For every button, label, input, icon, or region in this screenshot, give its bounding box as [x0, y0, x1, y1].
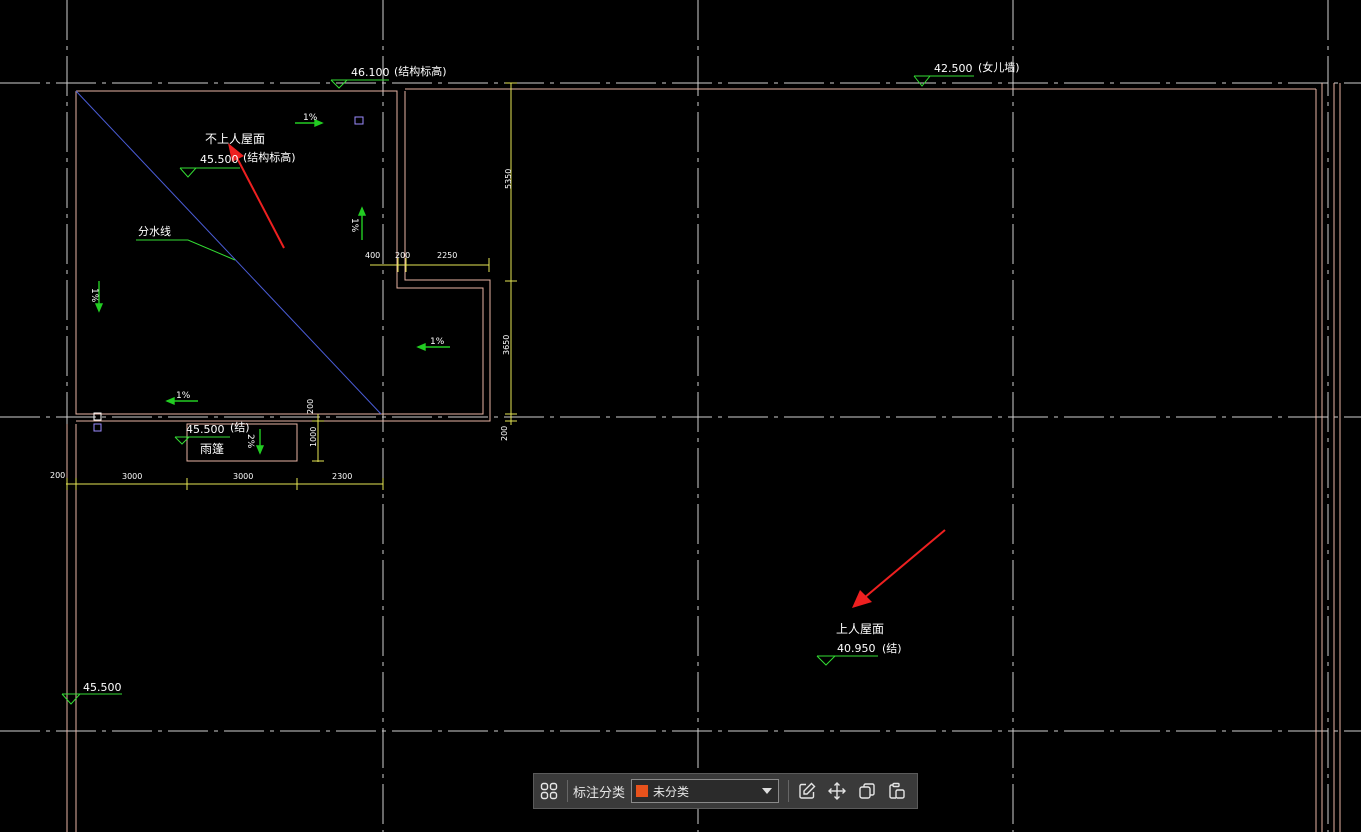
- toolbar-divider: [567, 780, 568, 802]
- dimension-lines: [66, 82, 517, 490]
- slope-arrows: [94, 118, 450, 455]
- callout-arrows: [228, 143, 946, 608]
- roof-drain-marker: [93, 423, 102, 432]
- copy-icon[interactable]: [852, 776, 882, 806]
- dimension-text: 2250: [437, 251, 457, 260]
- dimension-text: 200: [395, 251, 410, 260]
- chevron-down-icon: [762, 788, 773, 794]
- elevation-label: 46.100: [351, 66, 390, 79]
- dimension-text: 3000: [122, 472, 142, 481]
- elevation-note: (结构标高): [394, 64, 447, 78]
- dimension-text: 2300: [332, 472, 352, 481]
- edit-icon[interactable]: [792, 776, 822, 806]
- dimension-text: 200: [306, 399, 315, 414]
- dimension-text: 1000: [309, 427, 318, 447]
- slope-label: 1%: [349, 218, 359, 233]
- roof-drain-marker: [93, 412, 102, 421]
- roof-type-label: 不上人屋面: [205, 132, 265, 146]
- elevation-note: (结构标高): [243, 150, 296, 164]
- elevation-note: (结): [230, 421, 250, 434]
- move-icon[interactable]: [822, 776, 852, 806]
- category-value: 未分类: [653, 784, 690, 799]
- toolbar-divider: [788, 780, 790, 802]
- dimension-text: 3650: [502, 335, 511, 355]
- elevation-label: 45.500: [83, 681, 122, 694]
- dimension-text: 200: [50, 471, 65, 480]
- dimension-text: 200: [500, 426, 509, 441]
- roof-drain-marker: [354, 116, 364, 125]
- slope-label: 1%: [176, 391, 191, 401]
- elevation-label: 45.500: [200, 153, 239, 166]
- slope-label: 2%: [245, 434, 255, 449]
- category-label: 标注分类: [573, 785, 626, 801]
- elevation-label: 42.500: [934, 62, 973, 75]
- canopy-label: 雨篷: [200, 441, 224, 456]
- dimension-text: 5350: [504, 169, 513, 189]
- wall-outlines: [66, 83, 1341, 832]
- roof-type-label: 上人屋面: [836, 622, 884, 636]
- slope-label: 1%: [89, 288, 99, 303]
- elevation-label: 40.950: [837, 642, 876, 655]
- category-color-swatch: [636, 785, 649, 797]
- slope-label: 1%: [303, 113, 318, 123]
- paste-icon[interactable]: [882, 776, 912, 806]
- dimension-text: 3000: [233, 472, 253, 481]
- elevation-label: 45.500: [186, 423, 225, 436]
- dimension-text: 400: [365, 251, 380, 260]
- category-select[interactable]: 未分类: [631, 779, 780, 803]
- grid-icon[interactable]: [534, 776, 564, 806]
- annotation-toolbar: 标注分类 未分类: [533, 773, 918, 809]
- ridge-leader: [136, 239, 236, 261]
- ridge-label: 分水线: [138, 224, 171, 238]
- elevation-marks: [61, 75, 974, 705]
- elevation-note: (女儿墙): [978, 60, 1020, 74]
- elevation-note: (结): [882, 642, 902, 655]
- slope-label: 1%: [430, 337, 445, 347]
- ridge-line: [75, 90, 382, 415]
